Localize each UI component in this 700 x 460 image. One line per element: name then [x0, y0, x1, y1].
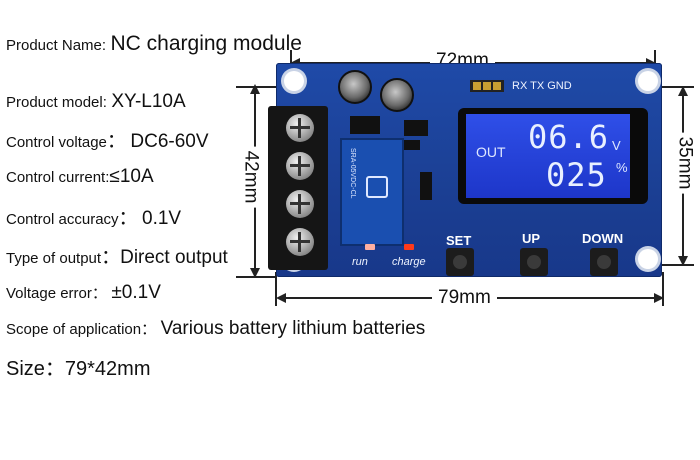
arrow-up-icon — [678, 86, 688, 96]
pin-icon — [493, 82, 501, 90]
spec-value: 0.1V — [142, 208, 182, 229]
spec-sep: : — [101, 37, 107, 54]
spec-label: Product model — [6, 94, 103, 111]
spec-value: DC6-60V — [130, 131, 209, 152]
spec-product-model: Product model: XY-L10A — [6, 91, 186, 113]
charge-label: charge — [392, 256, 426, 268]
spec-sep: : — [105, 169, 110, 186]
dimension-tick — [236, 86, 276, 88]
lcd-display: OUT 06.6 V 025 % — [458, 108, 648, 204]
spec-value: 79*42mm — [64, 358, 151, 380]
arrow-down-icon — [250, 268, 260, 278]
header-label: RX TX GND — [512, 80, 572, 92]
spec-label: Product Name — [6, 37, 102, 54]
relay-logo-icon — [366, 176, 388, 198]
spec-label: Control accuracy — [6, 211, 119, 228]
spec-sep: ： — [141, 321, 157, 338]
spec-label: Type of output — [6, 250, 102, 267]
capacitor-icon — [338, 70, 372, 104]
dimension-right-label: 35mm — [673, 132, 696, 194]
spec-voltage-error: Voltage error： ±0.1V — [6, 282, 161, 304]
spec-label: Size — [6, 358, 45, 380]
mounting-hole — [284, 71, 304, 91]
lcd-percent-unit: % — [616, 160, 628, 175]
run-label: run — [352, 256, 368, 268]
spec-value: Various battery lithium batteries — [160, 318, 426, 339]
spec-value: Direct output — [120, 247, 228, 268]
arrow-down-icon — [678, 256, 688, 266]
spec-value: XY-L10A — [111, 91, 186, 112]
lcd-voltage-value: 06.6 — [528, 118, 610, 156]
arrow-up-icon — [250, 84, 260, 94]
screw-terminal-block — [268, 106, 328, 270]
spec-label: Voltage error — [6, 285, 92, 302]
run-led-icon — [365, 244, 375, 250]
dimension-tick — [236, 276, 276, 278]
relay-label: SRA-05VDC-CL — [349, 148, 356, 199]
spec-value: ±0.1V — [111, 282, 161, 303]
header-pins — [470, 80, 504, 92]
diode-icon — [420, 172, 432, 200]
spec-label: Control voltage — [6, 134, 107, 151]
spec-sep: ： — [101, 247, 121, 268]
arrow-left-icon — [276, 293, 286, 303]
spec-value: ≤10A — [109, 166, 154, 187]
capacitor-icon — [380, 78, 414, 112]
lcd-screen: OUT 06.6 V 025 % — [466, 114, 630, 198]
screw-icon — [286, 190, 314, 218]
smd-chip-icon — [350, 116, 380, 134]
spec-sep: ： — [91, 285, 107, 302]
screw-icon — [286, 114, 314, 142]
spec-sep: ： — [106, 131, 126, 152]
spec-sep: ： — [44, 358, 65, 380]
screw-icon — [286, 152, 314, 180]
down-button[interactable] — [590, 248, 618, 276]
spec-sep: : — [102, 94, 107, 111]
smd-chip-icon — [404, 140, 420, 150]
spec-sep: ： — [118, 208, 138, 229]
lcd-percent-value: 025 — [546, 156, 607, 194]
set-button[interactable] — [446, 248, 474, 276]
spec-label: Control current — [6, 169, 106, 186]
mounting-hole — [638, 71, 658, 91]
spec-product-name: Product Name: NC charging module — [6, 32, 302, 56]
spec-value: NC charging module — [110, 32, 302, 55]
down-button-label: DOWN — [582, 231, 624, 246]
mounting-hole — [638, 249, 658, 269]
dimension-tick — [660, 264, 694, 266]
charge-led-icon — [404, 244, 414, 250]
spec-size: Size：79*42mm — [6, 352, 151, 381]
arrow-right-icon — [654, 293, 664, 303]
spec-control-accuracy: Control accuracy： 0.1V — [6, 203, 181, 230]
pin-icon — [483, 82, 491, 90]
spec-control-current: Control current:≤10A — [6, 166, 154, 188]
lcd-voltage-unit: V — [612, 138, 621, 153]
spec-control-voltage: Control voltage： DC6-60V — [6, 126, 209, 153]
dimension-tick — [275, 272, 277, 306]
up-button-label: UP — [522, 231, 541, 246]
dimension-left-label: 42mm — [239, 146, 262, 208]
spec-output-type: Type of output：Direct output — [6, 242, 228, 269]
spec-scope: Scope of application： Various battery li… — [6, 318, 425, 340]
up-button[interactable] — [520, 248, 548, 276]
smd-chip-icon — [404, 120, 428, 136]
screw-icon — [286, 228, 314, 256]
relay: SRA-05VDC-CL — [340, 138, 404, 246]
pin-icon — [473, 82, 481, 90]
lcd-out-label: OUT — [476, 144, 506, 160]
dimension-tick — [662, 272, 664, 306]
set-button-label: SET — [446, 233, 472, 248]
dimension-tick — [660, 86, 694, 88]
dimension-bottom-label: 79mm — [432, 287, 497, 309]
spec-label: Scope of application — [6, 321, 142, 338]
